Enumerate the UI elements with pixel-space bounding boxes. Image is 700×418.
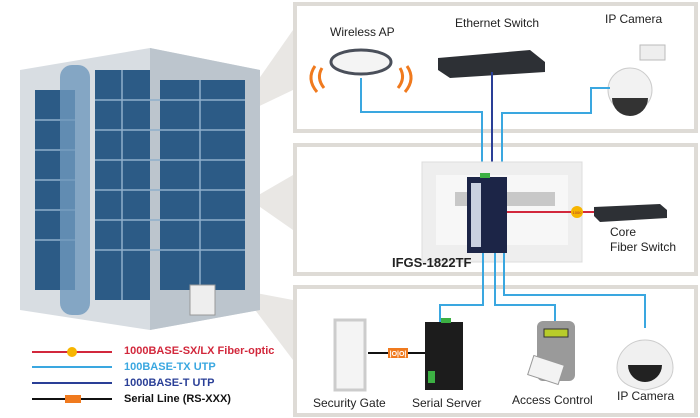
label-core-line1: Core [610, 225, 637, 239]
label-wireless-ap: Wireless AP [330, 25, 395, 39]
link-ip-camera [503, 253, 646, 328]
legend-fiber-badge-icon [67, 347, 77, 357]
building-illustration [20, 48, 260, 330]
dome-camera-device [616, 339, 674, 391]
serial-badge-icon [388, 348, 408, 358]
label-security-gate: Security Gate [313, 396, 386, 410]
legend-serial: Serial Line (RS-XXX) [124, 393, 231, 405]
ethernet-switch-device [438, 50, 545, 78]
core-fiber-switch-device [594, 204, 667, 222]
wifi-signal-icon [309, 65, 413, 93]
ptz-camera-device [607, 44, 666, 116]
access-control-device [527, 321, 575, 386]
legend-serial-badge-icon [65, 395, 81, 403]
label-serial-server: Serial Server [412, 396, 482, 410]
legend-1000base: 1000BASE-T UTP [124, 377, 215, 389]
link-camera-utp [501, 87, 610, 178]
label-access-control: Access Control [512, 393, 593, 407]
wireless-ap-device [329, 48, 393, 76]
label-core-line2: Fiber Switch [610, 240, 677, 254]
label-main-switch: IFGS-1822TF [392, 255, 472, 270]
fiber-badge-icon [571, 206, 583, 218]
callout-wedge-middle [250, 175, 293, 230]
serial-badge-text: |O|O| [390, 351, 407, 358]
link-access-control [494, 253, 556, 322]
label-ip-camera-bottom: IP Camera [617, 389, 675, 403]
label-ip-camera-top: IP Camera [605, 12, 663, 26]
legend-fiber: 1000BASE-SX/LX Fiber-optic [124, 345, 275, 357]
legend-100base: 100BASE-TX UTP [124, 361, 216, 373]
fiber-badge-text: 1000 [573, 210, 583, 215]
security-gate-device [333, 318, 367, 392]
label-ethernet-switch: Ethernet Switch [455, 16, 540, 30]
link-serial-server [439, 253, 484, 322]
link-ap-utp [360, 78, 483, 178]
